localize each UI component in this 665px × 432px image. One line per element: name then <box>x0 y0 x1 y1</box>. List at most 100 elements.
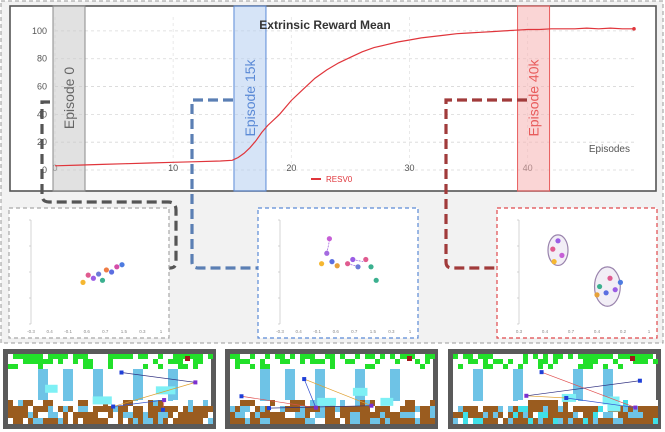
ground-block <box>400 406 405 412</box>
ground-block <box>420 406 425 412</box>
ground-block <box>360 406 365 412</box>
foliage-block <box>285 359 290 364</box>
foliage-block <box>143 354 148 359</box>
ground-block <box>250 418 255 424</box>
ground-block <box>158 406 163 412</box>
inset-x-tick-label: 0.3 <box>139 329 146 334</box>
foliage-block <box>583 364 588 369</box>
ground-block <box>395 406 400 412</box>
agent-marker <box>160 407 165 412</box>
ground-block <box>568 418 573 424</box>
ground-block <box>458 418 463 424</box>
embedding-point <box>550 246 556 252</box>
ground-block <box>415 418 420 424</box>
ground-block <box>188 406 193 412</box>
ground-block <box>325 412 330 418</box>
foliage-block <box>158 354 163 359</box>
foliage-block <box>390 354 395 359</box>
foliage-block <box>340 354 345 359</box>
ground-block <box>628 412 633 418</box>
ground-block <box>583 412 588 418</box>
chart-title: Extrinsic Reward Mean <box>259 18 390 32</box>
embedding-point <box>597 283 603 290</box>
ground-block <box>603 418 608 424</box>
foliage-block <box>400 354 405 359</box>
goal-marker <box>630 356 635 361</box>
game-frames <box>3 349 661 429</box>
ground-block <box>28 418 33 424</box>
foliage-block <box>355 354 360 359</box>
foliage-block <box>83 354 88 359</box>
highlight-block <box>352 387 368 396</box>
ground-block <box>63 406 68 412</box>
ground-block <box>53 406 58 412</box>
foliage-block <box>235 354 240 359</box>
foliage-block <box>583 359 588 364</box>
foliage-block <box>375 359 380 364</box>
foliage-block <box>173 359 178 364</box>
water-column <box>390 369 400 401</box>
ground-block <box>648 412 653 418</box>
foliage-block <box>290 354 295 359</box>
foliage-block <box>483 354 488 359</box>
ground-block <box>633 412 638 418</box>
foliage-block <box>73 354 78 359</box>
ground-block <box>523 406 528 412</box>
ground-block <box>280 418 285 424</box>
x-tick-label: 20 <box>286 163 296 173</box>
ground-block <box>613 412 618 418</box>
ground-block <box>340 406 345 412</box>
ground-block <box>463 418 468 424</box>
ground-block <box>128 418 133 424</box>
foliage-block <box>38 364 43 369</box>
ground-block <box>193 412 198 418</box>
ground-block <box>305 412 310 418</box>
foliage-block <box>618 354 623 359</box>
embedding-point <box>555 238 561 244</box>
ground-block <box>285 412 290 418</box>
ground-block <box>410 406 415 412</box>
ground-block <box>83 400 88 406</box>
ground-block <box>68 418 73 424</box>
ground-block <box>365 400 370 406</box>
foliage-block <box>33 354 38 359</box>
ground-block <box>608 412 613 418</box>
ground-block <box>493 418 498 424</box>
ground-block <box>48 406 53 412</box>
foliage-block <box>370 354 375 359</box>
ground-block <box>260 406 265 412</box>
ground-block <box>533 406 538 412</box>
ground-block <box>415 412 420 418</box>
cluster-ellipse <box>593 266 621 307</box>
ground-block <box>405 412 410 418</box>
embedding-point <box>355 264 361 270</box>
ground-block <box>193 418 198 424</box>
ground-block <box>468 406 473 412</box>
embedding-point <box>612 287 618 293</box>
inset-x-tick-label: 0.3 <box>516 329 523 334</box>
foliage-block <box>245 359 250 364</box>
ground-block <box>198 412 203 418</box>
frame-episode-0 <box>3 349 216 429</box>
ground-block <box>355 400 360 406</box>
ground-block <box>483 418 488 424</box>
foliage-block <box>113 354 118 359</box>
highlight-block <box>317 397 337 406</box>
ground-block <box>355 412 360 418</box>
ground-block <box>295 406 300 412</box>
ground-block <box>173 418 178 424</box>
foliage-block <box>53 354 58 359</box>
foliage-block <box>330 354 335 359</box>
ground-block <box>598 412 603 418</box>
water-column <box>285 369 295 401</box>
ground-block <box>513 406 518 412</box>
ground-block <box>548 406 553 412</box>
ground-block <box>270 412 275 418</box>
water-column <box>38 369 48 401</box>
ground-block <box>18 406 23 412</box>
ground-block <box>643 412 648 418</box>
ground-block <box>73 406 78 412</box>
ground-block <box>73 418 78 424</box>
ground-block <box>588 412 593 418</box>
